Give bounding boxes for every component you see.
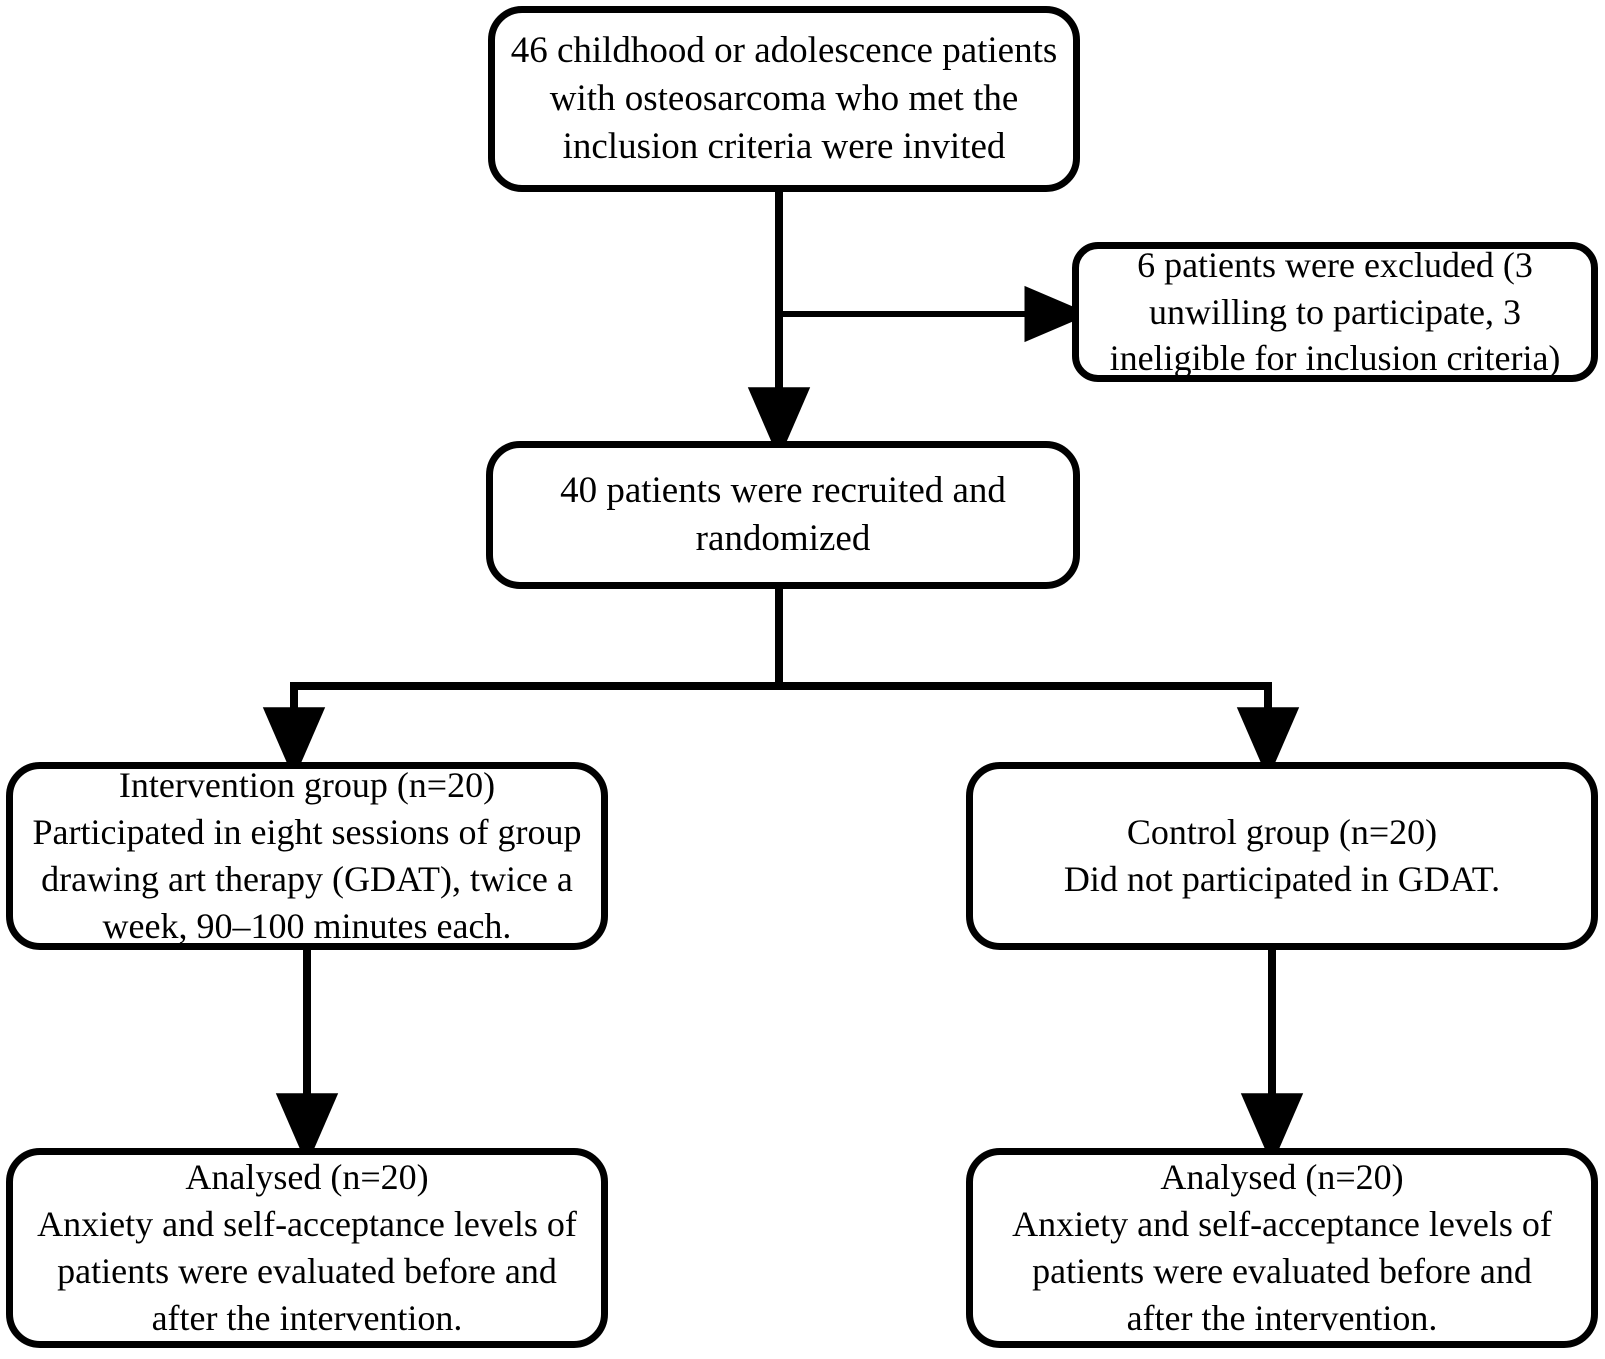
node-control-group: Control group (n=20) Did not participate…	[966, 762, 1598, 950]
edge-randomized-split	[262, 589, 1300, 780]
node-analysed-control: Analysed (n=20) Anxiety and self-accepta…	[966, 1148, 1598, 1348]
node-randomized-label: 40 patients were recruited and randomize…	[560, 469, 1006, 559]
node-analysed-control-label: Analysed (n=20) Anxiety and self-accepta…	[1012, 1157, 1552, 1338]
node-excluded-label: 6 patients were excluded (3 unwilling to…	[1109, 244, 1561, 379]
node-intervention-group-label: Intervention group (n=20) Participated i…	[32, 765, 582, 946]
node-randomized: 40 patients were recruited and randomize…	[486, 441, 1080, 589]
node-analysed-intervention-label: Analysed (n=20) Anxiety and self-accepta…	[37, 1157, 577, 1338]
node-excluded: 6 patients were excluded (3 unwilling to…	[1072, 242, 1598, 382]
node-analysed-intervention: Analysed (n=20) Anxiety and self-accepta…	[6, 1148, 608, 1348]
node-intervention-group: Intervention group (n=20) Participated i…	[6, 762, 608, 950]
node-enrolled: 46 childhood or adolescence patients wit…	[488, 6, 1080, 192]
node-enrolled-label: 46 childhood or adolescence patients wit…	[510, 29, 1058, 168]
node-control-group-label: Control group (n=20) Did not participate…	[1063, 812, 1501, 899]
